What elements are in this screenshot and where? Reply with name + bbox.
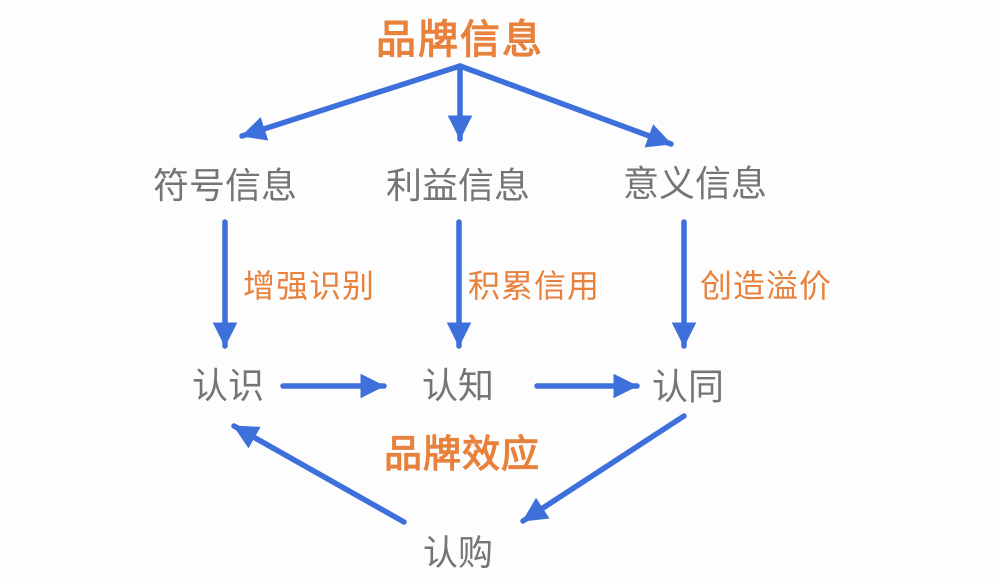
arrow-identification-to-purchase — [520, 413, 687, 524]
node-brand-effect: 品牌效应 — [383, 434, 541, 476]
node-brand-info: 品牌信息 — [376, 18, 544, 62]
node-cognition: 认知 — [421, 365, 495, 406]
edge-label-enhance-recognition: 增强识别 — [243, 268, 376, 304]
node-symbol-info: 符号信息 — [152, 165, 298, 206]
node-meaning-info: 意义信息 — [622, 163, 768, 204]
node-identification: 认同 — [651, 366, 725, 407]
node-benefit-info: 利益信息 — [385, 165, 531, 206]
node-purchase: 认购 — [422, 534, 494, 573]
node-recognition: 认识 — [191, 365, 265, 406]
arrow-brand-to-symbol — [239, 63, 463, 141]
edge-label-create-premium: 创造溢价 — [700, 268, 833, 304]
arrow-purchase-to-recognition — [231, 423, 407, 525]
arrow-brand-to-meaning — [457, 63, 674, 148]
edge-label-accumulate-credit: 积累信用 — [468, 268, 601, 304]
